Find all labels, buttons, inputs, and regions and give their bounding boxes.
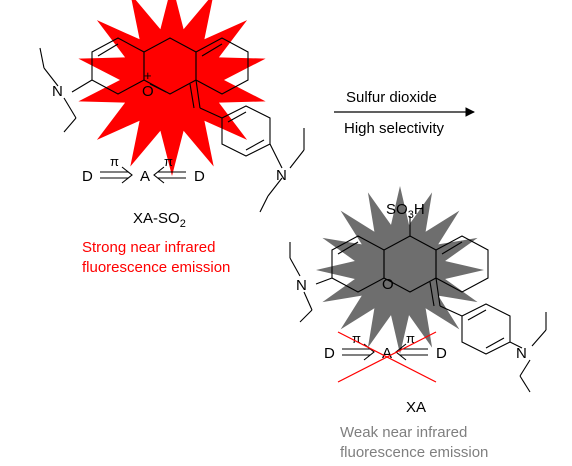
bottom-molecule: SO3H N O N D π A π D XA Weak near infrar…: [289, 186, 547, 461]
top-dpa-arrow-left: [153, 166, 186, 184]
top-structure-lines: [39, 37, 305, 213]
reaction-condition-above: Sulfur dioxide: [346, 89, 437, 106]
top-description-line1: Strong near infrared: [82, 239, 215, 256]
top-n-right: N: [276, 167, 287, 184]
top-n-left: N: [52, 83, 63, 100]
bottom-dpa-pi1: π: [352, 331, 361, 346]
reaction-arrow-group: Sulfur dioxide High selectivity: [334, 89, 475, 137]
bottom-dpa-d1: D: [324, 345, 335, 362]
top-o-atom: O: [142, 83, 154, 100]
bottom-n-left: N: [296, 277, 307, 294]
bottom-dpa-a: A: [382, 345, 392, 362]
bottom-dpa-d2: D: [436, 345, 447, 362]
bottom-dpa-notation: D π A π D: [324, 331, 447, 383]
bottom-description-line2: fluorescence emission: [340, 444, 488, 461]
bottom-n-right: N: [516, 345, 527, 362]
cross-line-2: [337, 331, 437, 383]
bottom-dpa-arrow-right: [342, 343, 375, 361]
top-dpa-arrow-right: [100, 166, 133, 184]
top-dpa-notation: D π A π D: [82, 154, 205, 185]
red-starburst: [78, 0, 266, 176]
bottom-structure-lines: [289, 216, 547, 393]
bottom-compound-name: XA: [406, 399, 426, 416]
top-compound-name: XA-SO2: [133, 210, 186, 230]
top-dpa-d2: D: [194, 168, 205, 185]
reaction-condition-below: High selectivity: [344, 120, 445, 137]
bottom-o-atom: O: [382, 276, 394, 293]
bottom-so3h: SO3H: [386, 201, 425, 221]
top-description-line2: fluorescence emission: [82, 259, 230, 276]
bottom-dpa-pi2: π: [406, 331, 415, 346]
top-dpa-d1: D: [82, 168, 93, 185]
grey-starburst: [316, 186, 484, 354]
bottom-description-line1: Weak near infrared: [340, 424, 467, 441]
top-o-plus: +: [144, 68, 152, 83]
top-dpa-a: A: [140, 168, 150, 185]
top-dpa-pi1: π: [110, 154, 119, 169]
top-molecule: N + O N D π A π D XA-SO2 Strong near inf…: [39, 0, 305, 276]
top-dpa-pi2: π: [164, 154, 173, 169]
